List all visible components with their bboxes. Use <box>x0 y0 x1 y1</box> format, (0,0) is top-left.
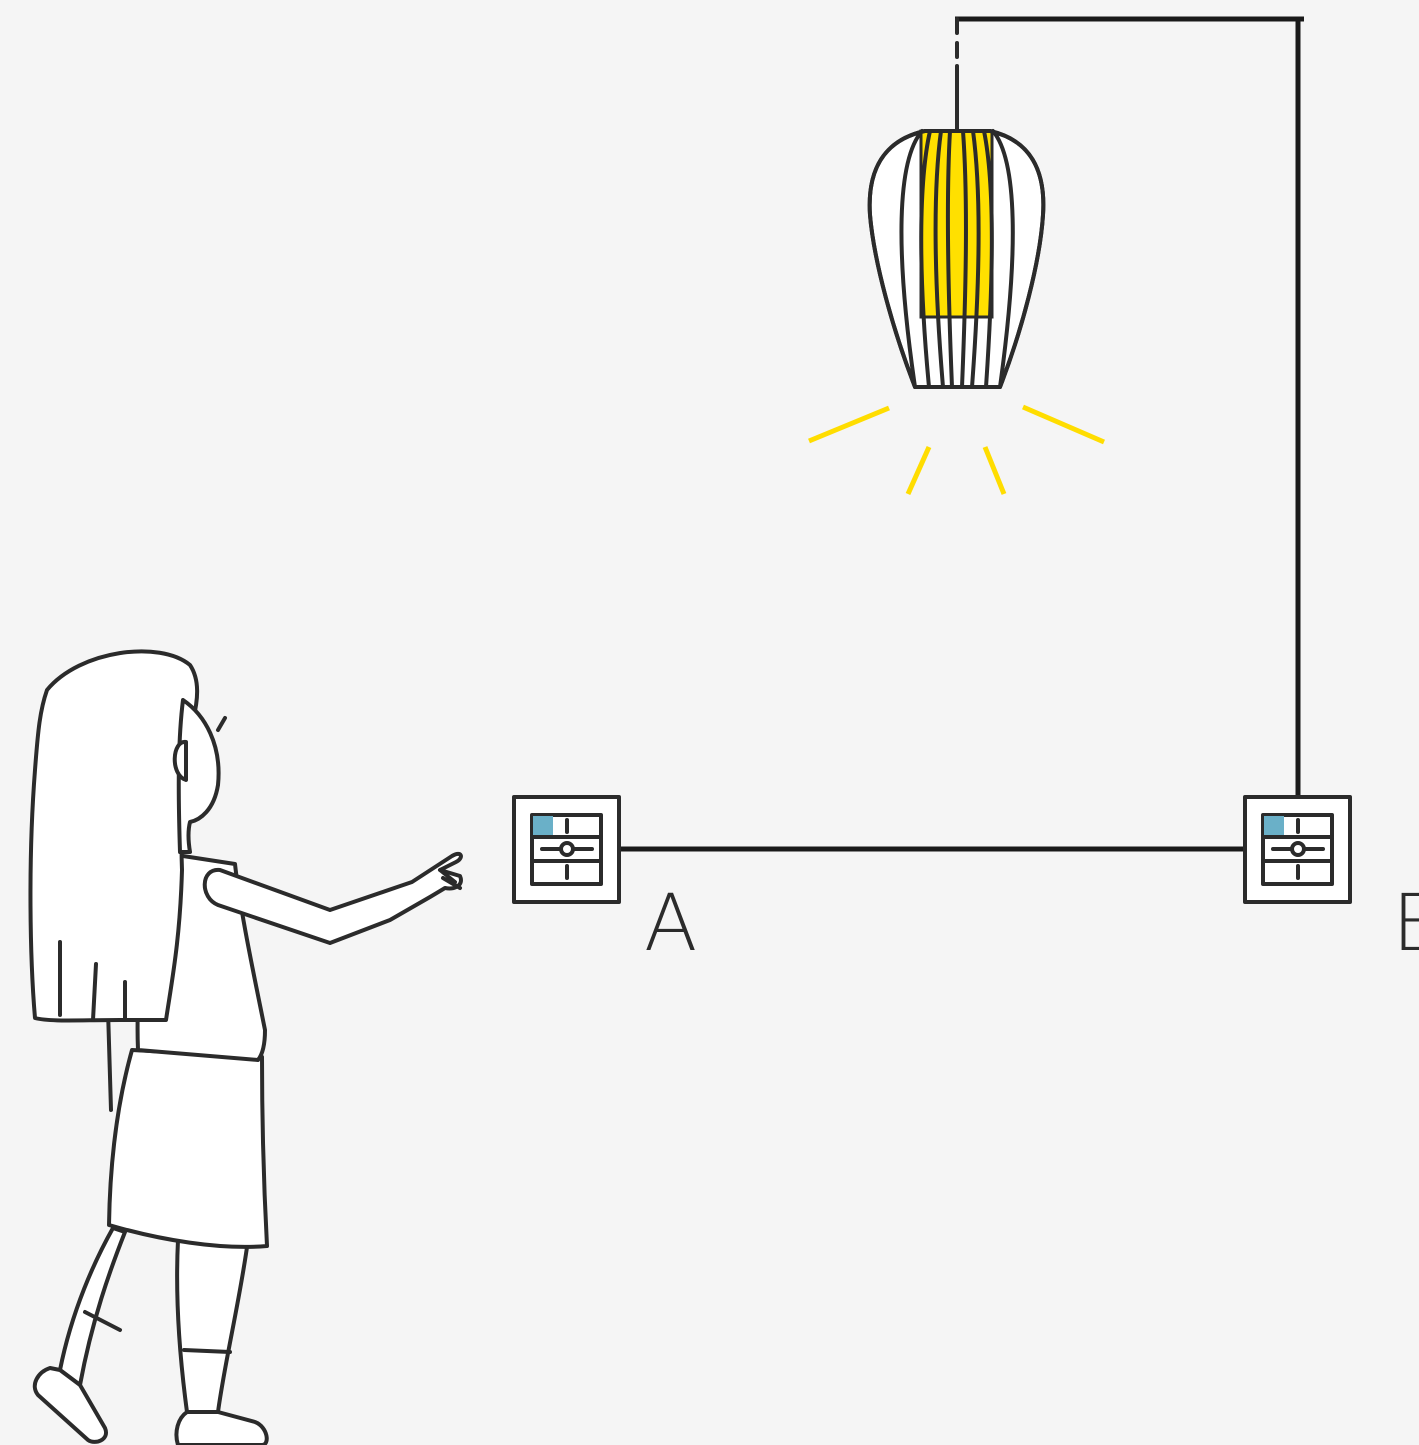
switch-a-label: A <box>644 879 697 969</box>
switch-indicator <box>1264 816 1284 836</box>
wiring <box>619 16 1304 852</box>
light-rays <box>808 404 1105 496</box>
light-switch-icon[interactable] <box>512 795 621 904</box>
girl-figure <box>28 649 463 1445</box>
switch-indicator <box>533 816 553 836</box>
light-switch-icon[interactable] <box>1243 795 1352 904</box>
lamp-bulb <box>919 129 994 319</box>
pendant-lamp-icon <box>808 129 1105 496</box>
switch-b-label: B <box>1392 879 1419 969</box>
